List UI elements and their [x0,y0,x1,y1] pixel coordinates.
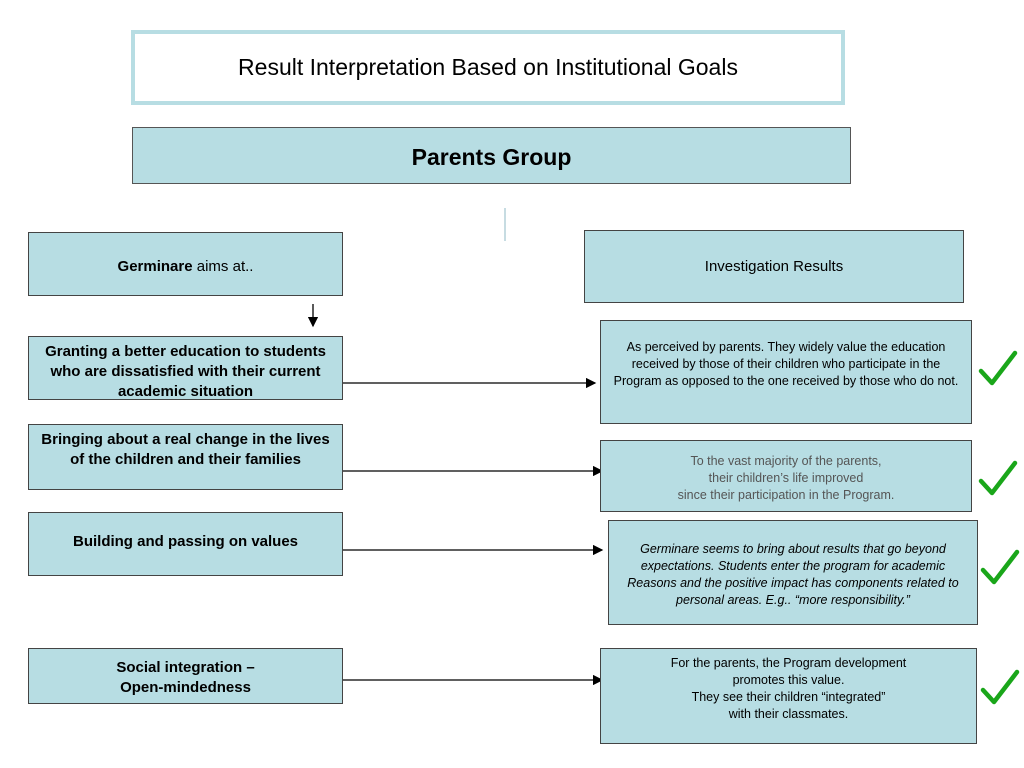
results-header-text: Investigation Results [704,258,844,275]
result-text-2: To the vast majority of the parents, the… [677,454,895,502]
goal-text-4: Social integration – Open-mindedness [116,659,255,696]
aims-header-rest: aims at.. [192,258,254,275]
aims-header-bold: Germinare [117,258,193,275]
goal-box-3: Building and passing on values [28,512,343,576]
slide-title: Result Interpretation Based on Instituti… [131,30,845,105]
result-box-2: To the vast majority of the parents, the… [600,440,972,512]
check-mark-icon [978,350,1018,386]
slide-title-text: Result Interpretation Based on Instituti… [238,54,738,80]
aims-header: Germinare aims at.. [28,232,343,296]
group-title-text: Parents Group [411,144,572,170]
goal-box-4: Social integration – Open-mindedness [28,648,343,704]
result-box-4: For the parents, the Program development… [600,648,977,744]
goal-text-3: Building and passing on values [72,533,299,550]
group-title: Parents Group [132,127,851,184]
results-header: Investigation Results [584,230,964,303]
result-text-4: For the parents, the Program development… [670,656,907,721]
result-text-1: As perceived by parents. They widely val… [613,340,959,388]
result-box-3: Germinare seems to bring about results t… [608,520,978,625]
check-mark-icon [978,460,1018,496]
aims-header-text: Germinare aims at.. [118,258,254,275]
goal-box-1: Granting a better education to students … [28,336,343,400]
check-mark-icon [980,669,1020,705]
goal-text-1: Granting a better education to students … [45,343,326,400]
goal-box-2: Bringing about a real change in the live… [28,424,343,490]
check-mark-icon [980,549,1020,585]
goal-text-2: Bringing about a real change in the live… [41,431,330,468]
result-box-1: As perceived by parents. They widely val… [600,320,972,424]
result-text-3: Germinare seems to bring about results t… [627,542,959,607]
